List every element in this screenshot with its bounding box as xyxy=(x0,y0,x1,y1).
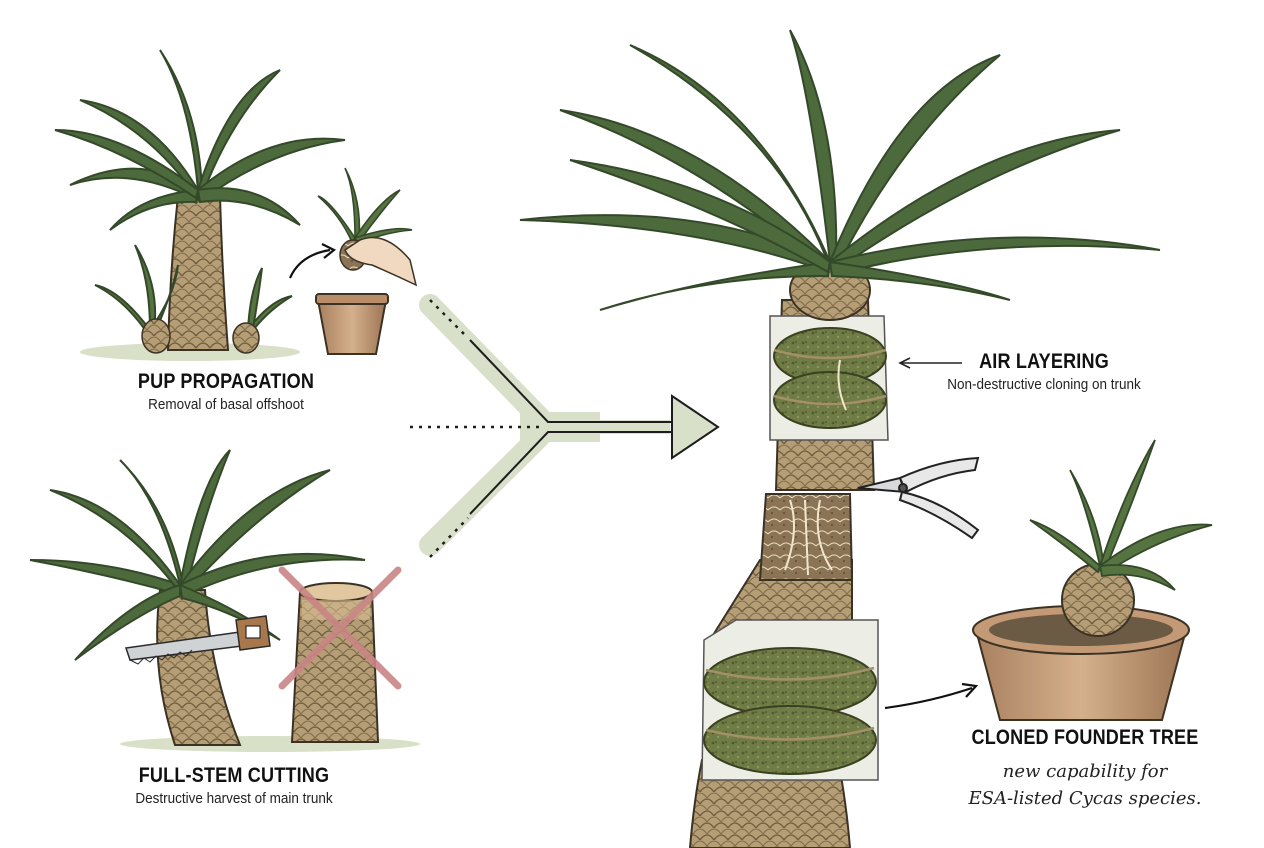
full-stem-cutting-subtitle: Destructive harvest of main trunk xyxy=(135,790,333,807)
pup-propagation-subtitle: Removal of basal offshoot xyxy=(148,396,304,413)
pup-propagation-title: PUP PROPAGATION xyxy=(137,370,315,393)
air-layering-label: AIR LAYERING Non-destructive cloning on … xyxy=(914,350,1174,393)
cloned-founder-label: CLONED FOUNDER TREE new capability for E… xyxy=(950,726,1220,812)
converging-arrow xyxy=(410,294,720,558)
air-layering-illustration xyxy=(519,29,1161,848)
cloned-founder-title: CLONED FOUNDER TREE xyxy=(971,726,1199,749)
cloned-tree-illustration xyxy=(884,439,1213,721)
full-stem-cutting-illustration xyxy=(29,449,420,752)
cloned-note-line2: ESA-listed Cycas species. xyxy=(968,788,1202,809)
pup-propagation-label: PUP PROPAGATION Removal of basal offshoo… xyxy=(116,370,336,413)
pruning-shears-icon xyxy=(857,456,980,540)
air-layering-pointer xyxy=(898,357,962,369)
cloned-note-line1: new capability for xyxy=(1002,761,1168,782)
cross-mark-icon xyxy=(278,566,402,690)
air-layering-title: AIR LAYERING xyxy=(979,350,1109,373)
pup-propagation-illustration xyxy=(54,49,418,361)
full-stem-cutting-label: FULL-STEM CUTTING Destructive harvest of… xyxy=(104,764,364,807)
air-layering-subtitle: Non-destructive cloning on trunk xyxy=(947,376,1141,393)
full-stem-cutting-title: FULL-STEM CUTTING xyxy=(138,764,330,787)
